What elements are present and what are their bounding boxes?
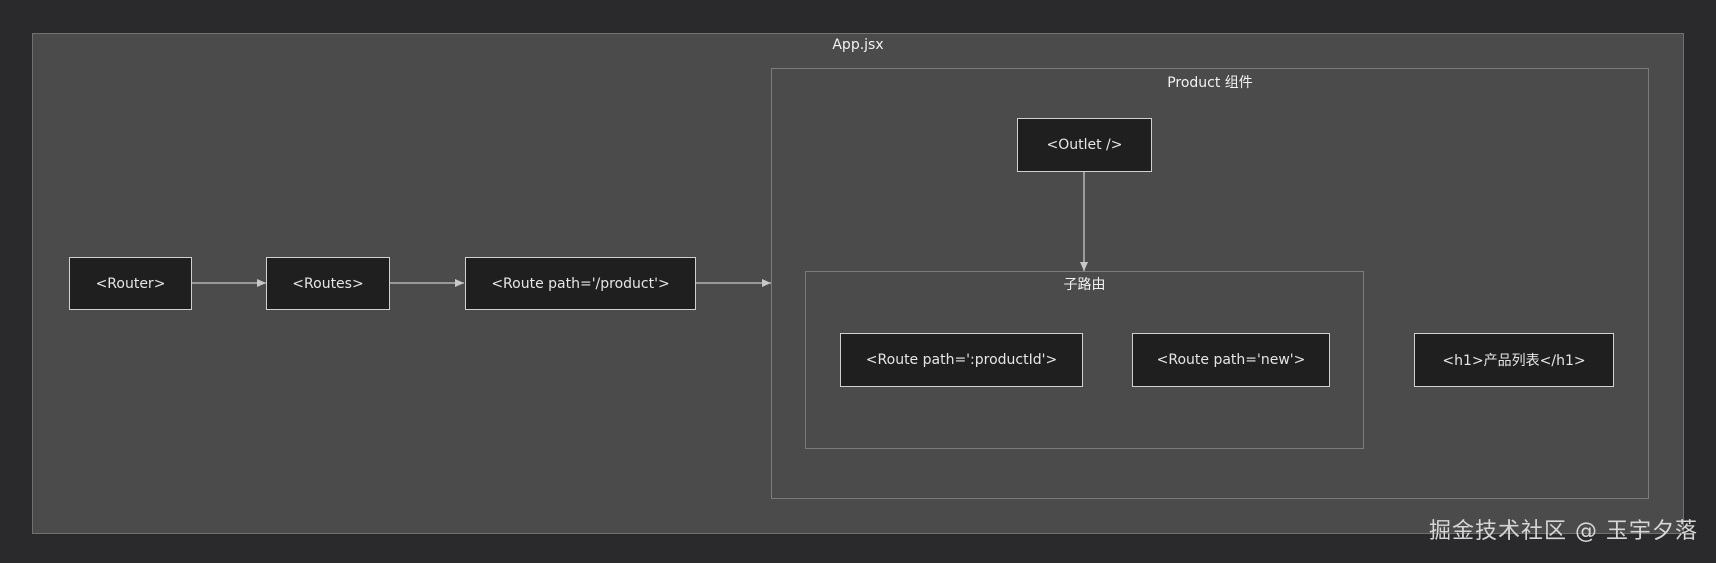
product-component-title: Product 组件: [1167, 75, 1253, 91]
outlet-node: <Outlet />: [1017, 118, 1152, 172]
route-product-node: <Route path='/product'>: [465, 257, 696, 310]
watermark-text: 掘金技术社区 @ 玉宇夕落: [1429, 519, 1698, 544]
routes-node: <Routes>: [266, 257, 390, 310]
router-node: <Router>: [69, 257, 192, 310]
h1-node: <h1>产品列表</h1>: [1414, 333, 1614, 387]
app-jsx-title: App.jsx: [832, 37, 884, 53]
route-productid-node: <Route path=':productId'>: [840, 333, 1083, 387]
route-new-node: <Route path='new'>: [1132, 333, 1330, 387]
child-routes-title: 子路由: [1063, 277, 1106, 293]
